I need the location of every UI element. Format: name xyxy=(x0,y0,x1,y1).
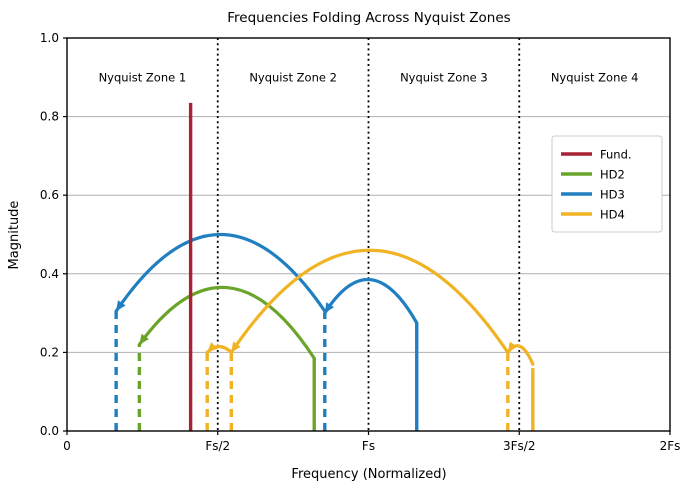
zone-label-4: Nyquist Zone 4 xyxy=(551,70,639,84)
legend-frame xyxy=(551,135,663,233)
zone-label-2: Nyquist Zone 2 xyxy=(249,70,337,84)
hd3-fold-arc-1 xyxy=(323,277,419,325)
folding-arcs xyxy=(114,232,535,366)
y-tick-label-3: 0.6 xyxy=(40,188,59,202)
x-tick-label-0: 0 xyxy=(63,439,71,453)
x-tick-label-1: Fs/2 xyxy=(205,439,230,453)
hd3-fold-arc-0 xyxy=(114,232,327,313)
hd3-fold-arrowhead-0 xyxy=(116,300,126,312)
legend-label-fund[interactable]: Fund. xyxy=(600,148,632,162)
tick-marks xyxy=(63,37,671,435)
y-tick-label-4: 0.8 xyxy=(40,110,59,124)
x-tick-labels: 0 Fs/2 Fs 3Fs/2 2Fs xyxy=(63,439,680,453)
chart-title: Frequencies Folding Across Nyquist Zones xyxy=(227,10,510,26)
hd2-fold-arrowhead-0 xyxy=(139,333,149,345)
y-tick-label-0: 0.0 xyxy=(40,424,59,438)
hd4-fold-arrowhead-2 xyxy=(507,341,518,353)
y-tick-label-1: 0.2 xyxy=(40,345,59,359)
legend-label-hd3[interactable]: HD3 xyxy=(600,188,625,202)
x-tick-label-2: Fs xyxy=(362,439,375,453)
hd4-fold-arrowhead-0 xyxy=(231,341,241,353)
x-tick-label-4: 2Fs xyxy=(660,439,681,453)
y-tick-label-5: 1.0 xyxy=(40,31,59,45)
hd4-fold-arrowhead-1 xyxy=(207,342,218,353)
zone-divider-lines xyxy=(216,38,521,431)
hd4-fold-arc-0 xyxy=(229,248,510,354)
legend-label-hd4[interactable]: HD4 xyxy=(600,208,625,222)
legend-label-hd2[interactable]: HD2 xyxy=(600,168,625,182)
y-tick-labels: 0.0 0.2 0.4 0.6 0.8 1.0 xyxy=(40,31,59,438)
hd2-fold-arc-0 xyxy=(137,285,316,360)
y-axis-label: Magnitude xyxy=(7,201,22,270)
harmonic-stems xyxy=(114,102,535,431)
zone-label-1: Nyquist Zone 1 xyxy=(99,70,187,84)
zone-labels: Nyquist Zone 1 Nyquist Zone 2 Nyquist Zone… xyxy=(99,70,639,84)
hd3-fold-arrowhead-1 xyxy=(324,302,335,314)
zone-label-3: Nyquist Zone 3 xyxy=(400,70,488,84)
y-tick-label-2: 0.4 xyxy=(40,267,59,281)
x-axis-label: Frequency (Normalized) xyxy=(291,467,446,482)
x-tick-label-3: 3Fs/2 xyxy=(503,439,535,453)
